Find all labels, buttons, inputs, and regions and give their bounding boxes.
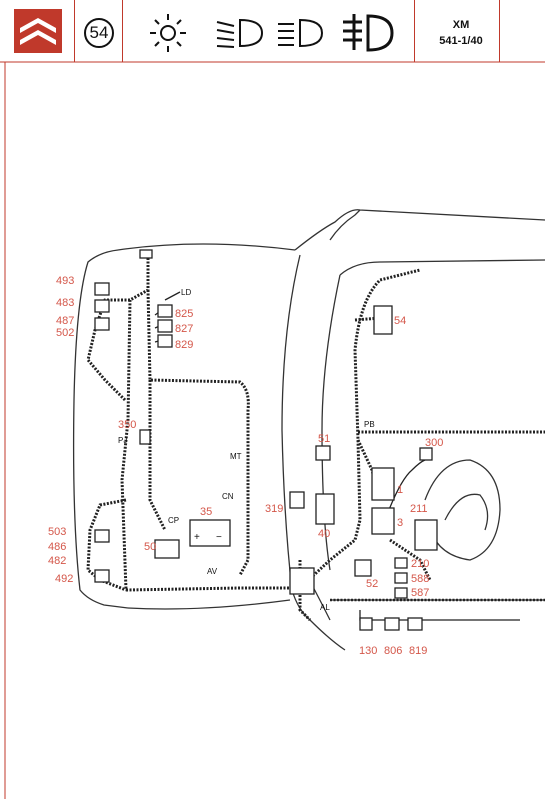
connector-210: [394, 557, 408, 569]
label-829: 829: [175, 339, 194, 351]
label-51: 51: [318, 433, 331, 445]
battery-minus: −: [216, 532, 222, 543]
components: [94, 249, 438, 631]
label-211: 211: [410, 503, 428, 515]
connector-1: [371, 467, 395, 501]
number-box: [75, 0, 123, 62]
connector-587: [394, 587, 408, 599]
page-number-badge: 54: [84, 18, 114, 48]
connector-3: [371, 507, 395, 535]
connector-211: [414, 519, 438, 551]
connector-50: [154, 539, 180, 559]
label-130: 130: [359, 645, 378, 657]
label-486: 486: [48, 541, 67, 553]
label-52: 52: [366, 578, 379, 590]
connector-588: [394, 572, 408, 584]
logo-box: [0, 0, 75, 62]
connector-492: [94, 569, 110, 583]
battery-box: [189, 519, 231, 547]
label-210: 210: [411, 558, 430, 570]
connector-52: [354, 559, 372, 577]
harness-LD: LD: [181, 288, 192, 297]
connector-503: [94, 529, 110, 543]
connector-487: [94, 317, 110, 331]
connector-493: [94, 282, 110, 296]
label-482: 482: [48, 555, 67, 567]
connector-829: [157, 334, 173, 348]
connector-40: [315, 493, 335, 525]
battery-plus: +: [194, 532, 200, 543]
label-300: 300: [425, 437, 444, 449]
icons-box: [123, 0, 415, 62]
label-50: 50: [144, 541, 157, 553]
model-name: XM: [452, 19, 470, 31]
label-40: 40: [318, 528, 331, 540]
harness-CN: CN: [222, 492, 234, 501]
connector-319: [289, 491, 305, 509]
connector-300: [419, 447, 433, 461]
label-819: 819: [409, 645, 428, 657]
harness-CP: CP: [168, 516, 180, 525]
label-502: 502: [56, 327, 75, 339]
switch-819: [407, 617, 423, 631]
wiring-harness: [86, 258, 545, 622]
label-1: 1: [397, 484, 404, 496]
low-beam-icon: [216, 18, 264, 48]
high-beam-icon: [278, 18, 324, 48]
harness-AV: AV: [207, 567, 218, 576]
label-350: 350: [118, 419, 137, 431]
citroen-logo-icon: [14, 9, 62, 53]
label-35: 35: [200, 506, 213, 518]
harness-MT: MT: [230, 452, 242, 461]
connector-AL: [289, 567, 315, 595]
connector-350: [139, 429, 151, 445]
fog-light-icon: [343, 14, 394, 52]
connector-483: [94, 299, 110, 313]
connector-825: [157, 304, 173, 318]
label-493: 493: [56, 275, 75, 287]
label-319: 319: [265, 503, 284, 515]
label-503: 503: [48, 526, 67, 538]
label-492: 492: [55, 573, 74, 585]
switch-130: [359, 617, 373, 631]
label-825: 825: [175, 308, 194, 320]
label-587: 587: [411, 587, 430, 599]
harness-AL: AL: [320, 603, 330, 612]
connector-top: [139, 249, 153, 259]
label-54: 54: [394, 315, 407, 327]
harness-PJ: PJ: [118, 436, 128, 445]
label-487: 487: [56, 315, 75, 327]
label-806: 806: [384, 645, 403, 657]
diagram-code: 541-1/40: [439, 35, 483, 47]
label-3: 3: [397, 517, 404, 529]
connector-827: [157, 319, 173, 333]
switch-806: [384, 617, 400, 631]
sidelight-icon: [150, 14, 186, 52]
model-code: XM 541-1/40: [430, 17, 492, 49]
harness-PB: PB: [364, 420, 375, 429]
connector-51: [315, 445, 331, 461]
model-box: [415, 0, 500, 62]
label-827: 827: [175, 323, 194, 335]
connector-54: [373, 305, 393, 335]
label-483: 483: [56, 297, 75, 309]
label-588: 588: [411, 573, 430, 585]
